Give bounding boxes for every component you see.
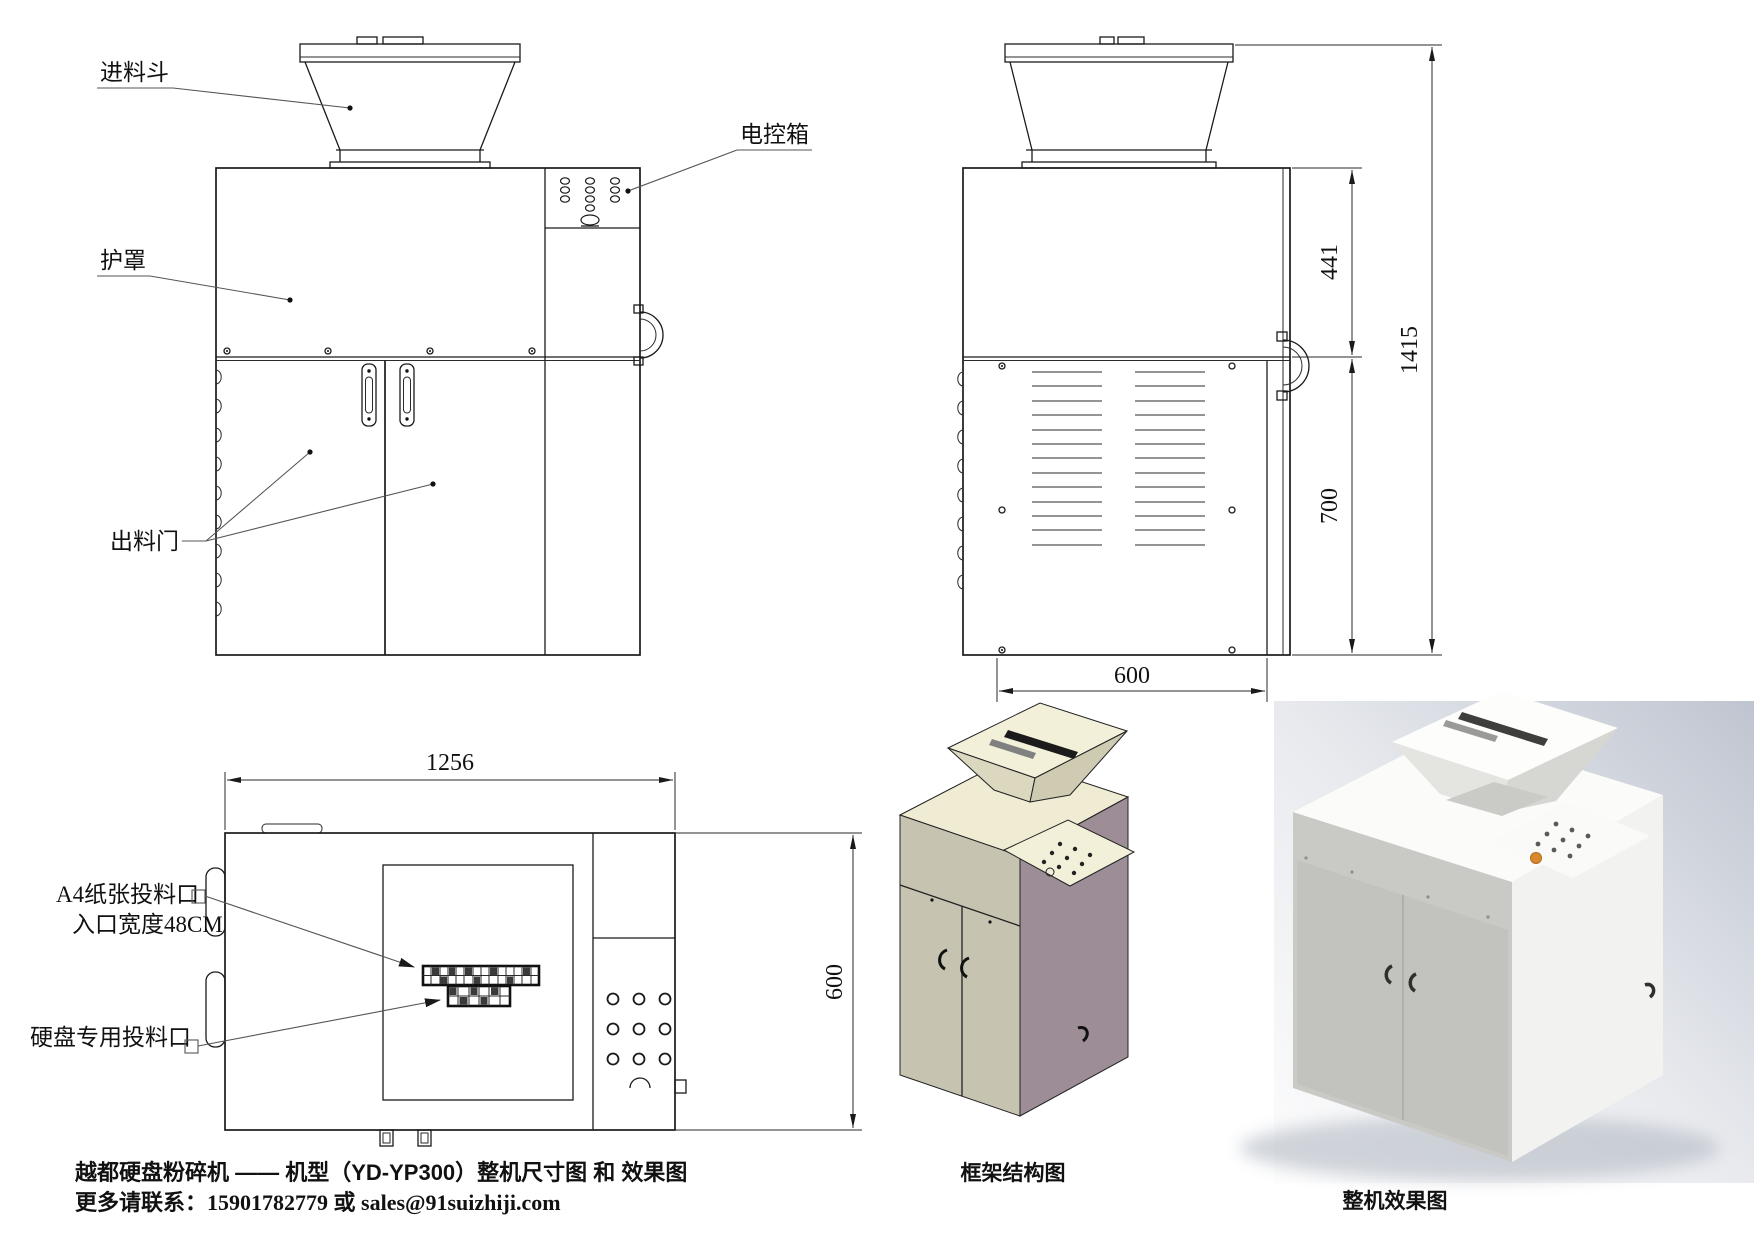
dim-600-topview: 600: [822, 964, 848, 1000]
top-buttons: [606, 992, 672, 1066]
door-handle-left: [361, 363, 377, 427]
render-power-button: [1530, 852, 1542, 864]
dim-1256: 1256: [426, 750, 474, 776]
front-view-labels: 进料斗 电控箱 护罩 出料门: [97, 60, 812, 554]
door-hinges: [215, 369, 222, 617]
label-a4-slot-width: 入口宽度48CM: [72, 912, 223, 937]
front-hopper: [299, 36, 521, 169]
control-panel-buttons: [559, 177, 621, 227]
door-handle-right: [399, 363, 415, 427]
iso-control-panel: [1002, 819, 1136, 887]
label-a4-slot: A4纸张投料口: [56, 882, 199, 907]
dim-441: 441: [1317, 244, 1343, 280]
side-body: [962, 167, 1291, 656]
contact-line: 更多请联系：15901782779 或 sales@91suizhiji.com: [75, 1190, 561, 1215]
top-view: 1256 600 A4纸张投料口 入口宽度48CM 硬盘专用投料口: [30, 750, 862, 1147]
side-view: [957, 36, 1310, 656]
hdd-slot: [446, 984, 512, 1008]
side-hopper: [1004, 36, 1234, 169]
side-rear-handle: [1276, 331, 1310, 401]
a4-paper-slot: [421, 964, 541, 987]
label-protective-cover: 护罩: [100, 248, 146, 273]
dim-1415: 1415: [1397, 326, 1423, 374]
label-discharge-doors: 出料门: [110, 529, 179, 554]
vent-slots: [1032, 371, 1205, 546]
contact-details: 15901782779 或 sales@91suizhiji.com: [207, 1190, 561, 1215]
render-door-handles: [1384, 964, 1656, 999]
dim-600-depth: 600: [1114, 663, 1150, 689]
front-body: [215, 167, 641, 656]
side-view-dimensions: 441 700 1415 600: [996, 44, 1442, 702]
side-hinges: [957, 371, 964, 590]
label-feed-hopper: 进料斗: [100, 60, 169, 85]
front-view: [215, 36, 664, 656]
render-screws: [1304, 856, 1490, 919]
dim-700: 700: [1317, 488, 1343, 524]
iso-panel-buttons: [1041, 841, 1093, 876]
caption-overall-render: 整机效果图: [1343, 1189, 1448, 1213]
sheet-title: 越都硬盘粉碎机 —— 机型（YD-YP300）整机尺寸图 和 效果图: [74, 1160, 687, 1185]
frame-structure-drawing: [898, 702, 1136, 1117]
overall-render: [1240, 691, 1754, 1183]
label-hdd-slot: 硬盘专用投料口: [30, 1025, 191, 1050]
feet: [379, 1129, 432, 1147]
label-electric-control-box: 电控箱: [740, 122, 809, 147]
guard-screws: [223, 347, 536, 355]
side-screws: [998, 362, 1236, 654]
iso-door-handles: [938, 948, 1089, 1043]
render-panel-buttons: [1535, 821, 1591, 859]
caption-frame-structure: 框架结构图: [961, 1161, 1066, 1185]
side-door-handle: [633, 304, 664, 366]
contact-prefix: 更多请联系：: [75, 1190, 207, 1215]
